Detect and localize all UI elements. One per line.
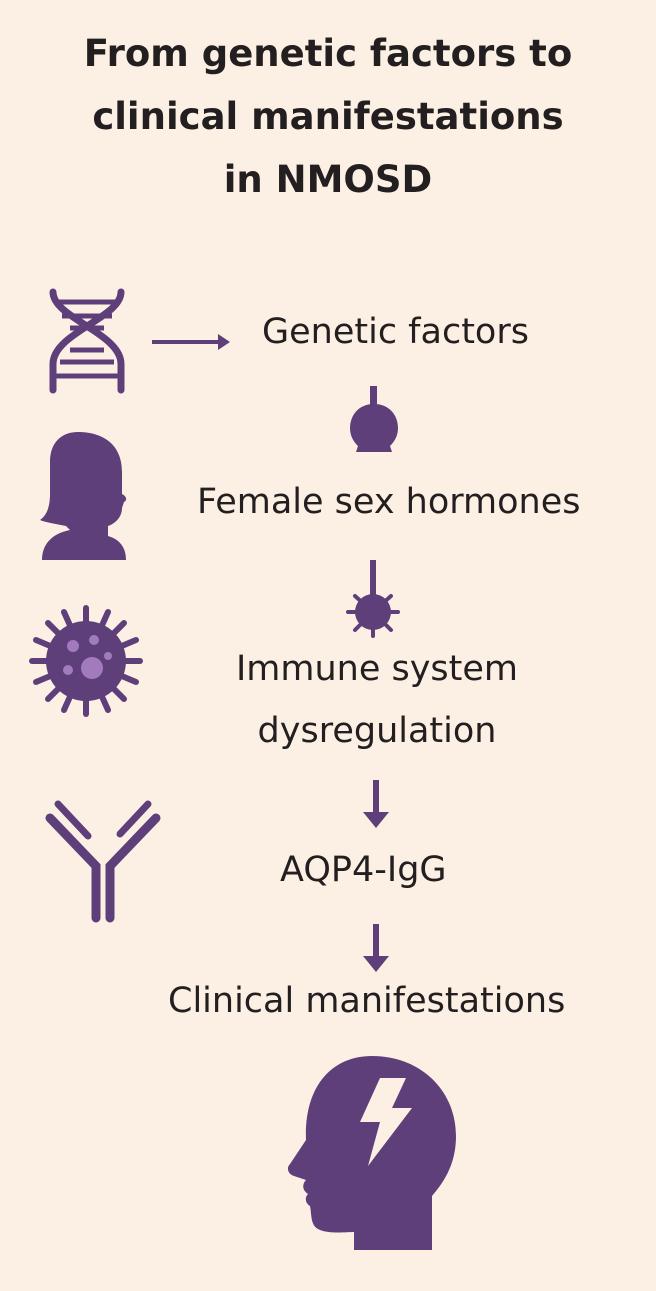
arrow-right-icon [152, 334, 230, 350]
head-lightning-icon [287, 1056, 456, 1250]
step-label-female-sex-hormones: Female sex hormones [197, 482, 581, 522]
woman-silhouette-icon [40, 432, 127, 560]
dna-icon [49, 288, 125, 394]
title-line-1: From genetic factors to [83, 32, 573, 75]
page-title: From genetic factors to clinical manifes… [0, 22, 656, 211]
virus-icon [29, 605, 143, 717]
arrow-down-icon [363, 780, 389, 828]
antibody-icon [45, 800, 161, 923]
step-label-immune-system-dysregulation: Immune system dysregulation [190, 638, 564, 762]
step-label-aqp4-igg: AQP4-IgG [280, 850, 447, 890]
arrow-down-icon [363, 924, 389, 972]
title-line-3: in NMOSD [223, 158, 433, 201]
step-label-genetic-factors: Genetic factors [262, 312, 529, 352]
title-line-2: clinical manifestations [92, 95, 564, 138]
step-label-clinical-manifestations: Clinical manifestations [168, 981, 566, 1021]
hormone-flask-icon [350, 386, 398, 452]
label-line-2: dysregulation [257, 711, 497, 751]
immune-cell-connector-icon [346, 560, 400, 638]
label-line-1: Immune system [235, 649, 519, 689]
